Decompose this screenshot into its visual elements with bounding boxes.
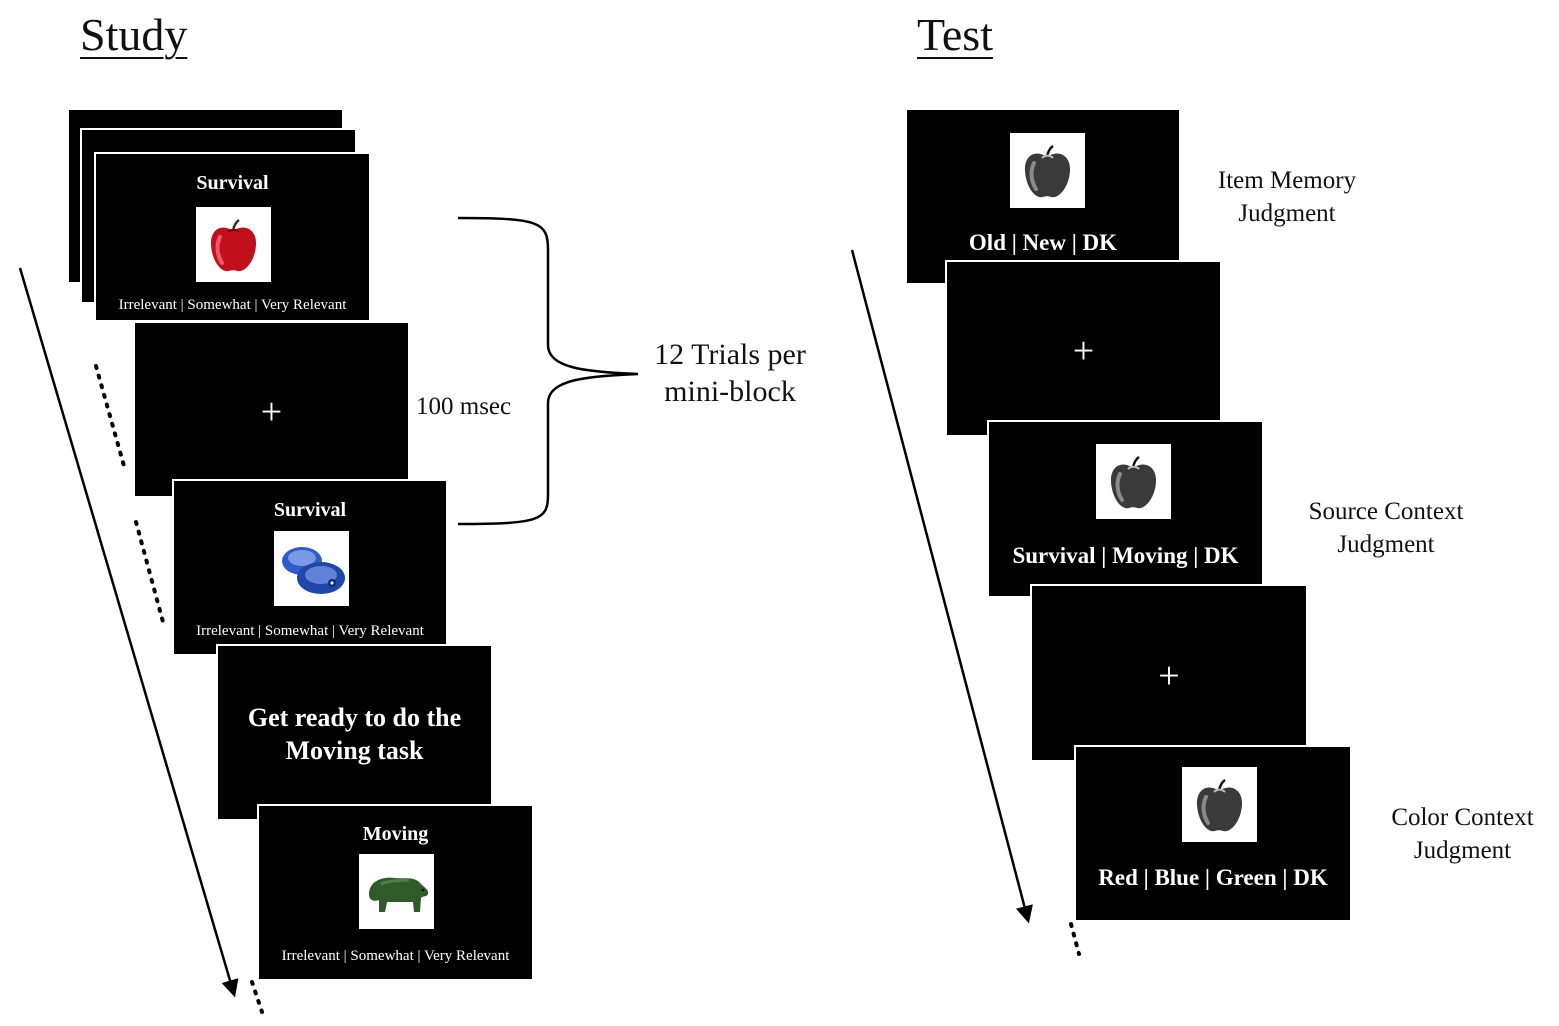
blue-mushroom-image — [274, 531, 349, 606]
study-continuation-dots-3 — [250, 980, 264, 1014]
gray-apple-image — [1010, 133, 1085, 208]
test-fixation-screen-1: + — [945, 260, 1222, 437]
study-continuation-dots-2 — [134, 520, 165, 624]
relevance-scale-text: Irrelevant | Somewhat | Very Relevant — [118, 297, 347, 313]
gray-apple-image — [1182, 767, 1257, 842]
source-context-label: Source Context Judgment — [1286, 495, 1486, 561]
fixation-cross: + — [260, 391, 283, 433]
fixation-duration-label: 100 msec — [416, 393, 512, 420]
study-fixation-screen: + — [133, 321, 410, 498]
study-time-arrow — [18, 267, 239, 998]
study-cue-label: Moving — [362, 823, 429, 845]
study-continuation-dots-1 — [94, 364, 126, 468]
mini-block-label-line-2: mini-block — [664, 375, 796, 408]
color-context-label: Color Context Judgment — [1370, 801, 1555, 867]
test-time-arrow — [850, 249, 1033, 924]
test-color-context-screen: Red | Blue | Green | DK — [1074, 745, 1352, 922]
instruction-line-1: Get ready to do the — [247, 703, 462, 732]
study-trial-screen-2: Survival Irrelevant | Somewhat | Very Re… — [172, 479, 448, 656]
color-context-label-line-2: Judgment — [1413, 837, 1512, 864]
test-fixation-screen-2: + — [1030, 584, 1308, 762]
source-context-label-line-2: Judgment — [1337, 531, 1435, 558]
mini-block-label-line-1: 12 Trials per — [654, 338, 806, 371]
source-context-response-options: Survival | Moving | DK — [1012, 543, 1239, 568]
green-bear-image — [359, 854, 434, 929]
study-instruction-screen: Get ready to do the Moving task — [216, 644, 493, 821]
fixation-cross: + — [1158, 655, 1180, 697]
mini-block-label: 12 Trials per mini-block — [632, 336, 828, 410]
source-context-label-line-1: Source Context — [1308, 498, 1464, 525]
instruction-line-2: Moving task — [285, 736, 424, 765]
item-memory-response-options: Old | New | DK — [968, 230, 1118, 255]
test-source-context-screen: Survival | Moving | DK — [987, 420, 1264, 598]
item-memory-label: Item Memory Judgment — [1192, 164, 1382, 230]
relevance-scale-text: Irrelevant | Somewhat | Very Relevant — [196, 623, 424, 639]
study-heading: Study — [80, 9, 188, 60]
item-memory-label-line-1: Item Memory — [1217, 167, 1357, 194]
test-item-memory-screen: Old | New | DK — [905, 108, 1181, 285]
mini-block-brace — [457, 216, 639, 526]
study-trial-screen-1: Survival Irrelevant | Somewhat | Very Re… — [94, 152, 371, 322]
test-continuation-dots — [1069, 922, 1081, 956]
relevance-scale-text: Irrelevant | Somewhat | Very Relevant — [281, 948, 510, 964]
item-memory-label-line-2: Judgment — [1238, 200, 1336, 227]
color-context-response-options: Red | Blue | Green | DK — [1098, 865, 1328, 890]
study-trial-screen-3: Moving Irrelevant | Somewhat | Very Rele… — [257, 804, 534, 981]
study-cue-label: Survival — [196, 172, 269, 194]
red-apple-image — [196, 207, 271, 282]
color-context-label-line-1: Color Context — [1391, 804, 1534, 831]
gray-apple-image — [1096, 444, 1171, 519]
study-cue-label: Survival — [273, 499, 347, 521]
test-heading: Test — [917, 9, 993, 60]
fixation-cross: + — [1072, 330, 1095, 372]
